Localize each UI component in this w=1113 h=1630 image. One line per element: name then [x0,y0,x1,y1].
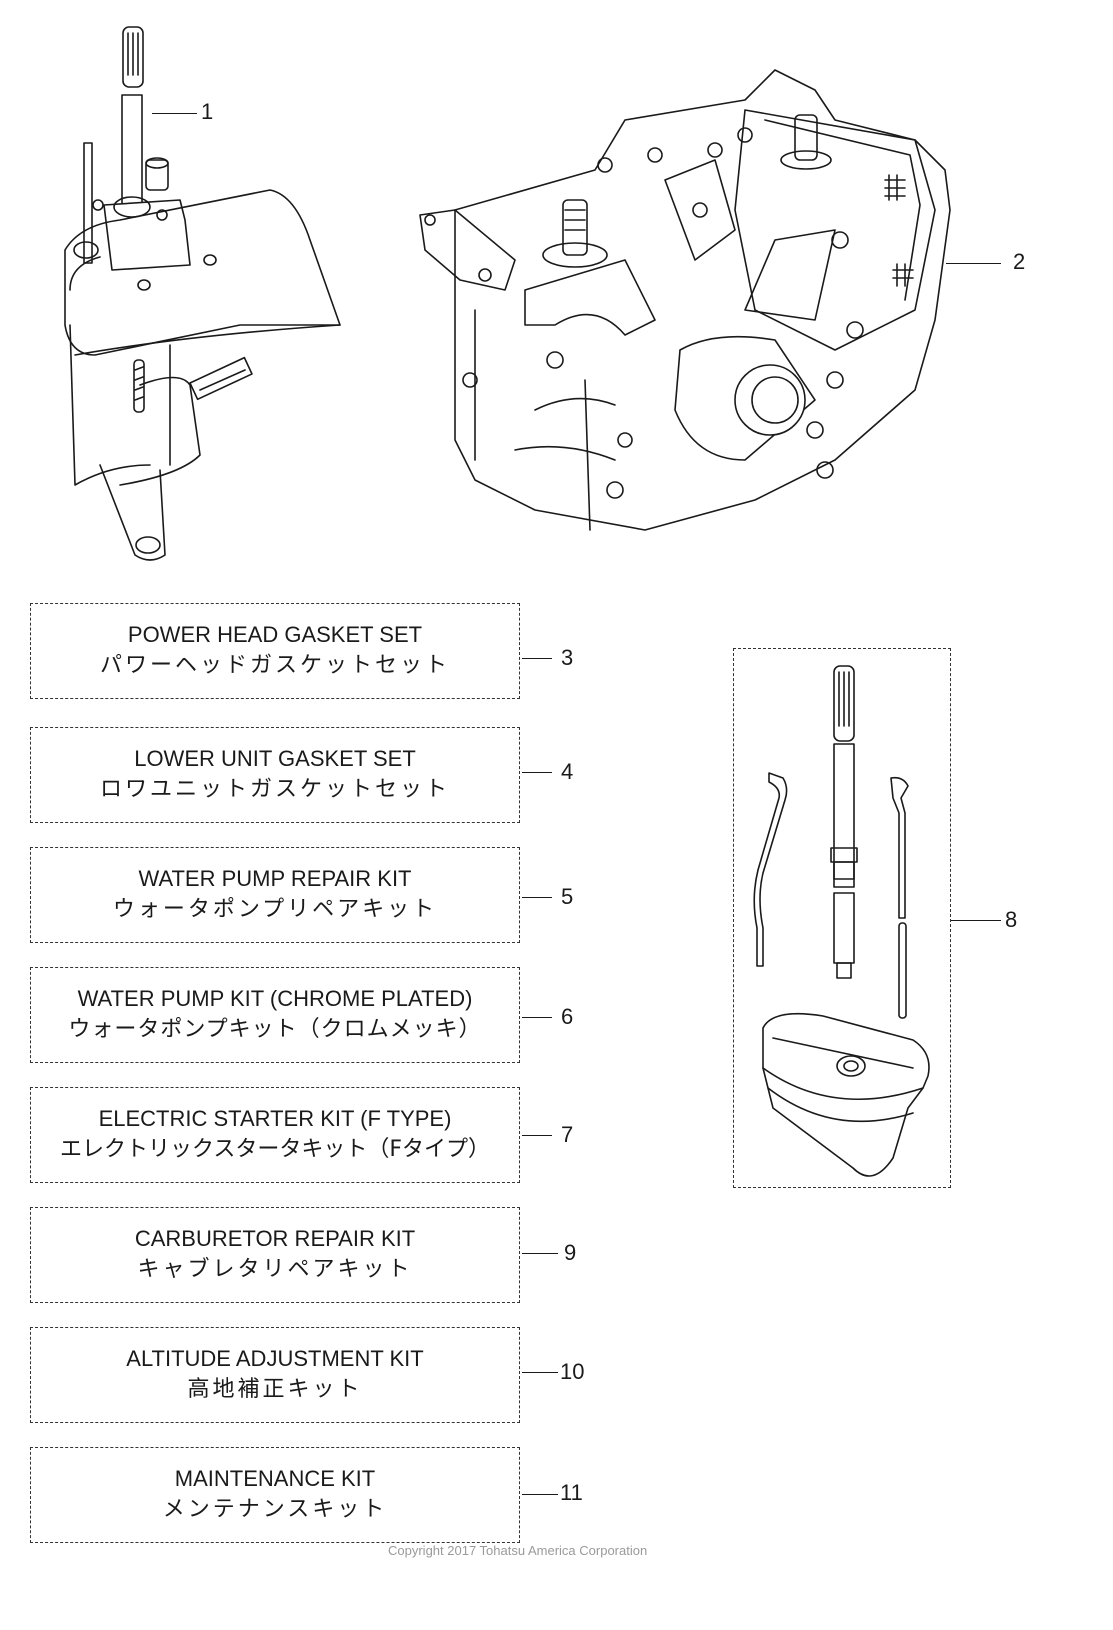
kit-leader-7 [522,1135,552,1136]
lower-unit-drawing [64,26,341,561]
kit-name-jp: 高地補正キット [187,1377,363,1402]
callout-number-2: 2 [1013,249,1026,274]
kit-name-jp: キャブレタリペアキット [137,1257,413,1282]
kit-box-lower-unit-gasket-set: LOWER UNIT GASKET SET ロワユニットガスケットセット [30,727,520,823]
kit-number-11: 11 [560,1480,583,1505]
kit-name-en: POWER HEAD GASKET SET [127,622,423,647]
kit-number-10: 10 [560,1359,585,1384]
power-head-drawing [419,69,951,531]
kit-name-jp: ウォータポンプリペアキット [112,897,438,922]
kit-name-jp: ウォータポンプキット（クロムメッキ） [68,1017,482,1042]
kit-name-en: WATER PUMP KIT (CHROME PLATED) [77,986,473,1011]
callout-leader-8 [951,920,1001,921]
kit-number-6: 6 [561,1004,574,1029]
kit-name-en: LOWER UNIT GASKET SET [134,746,416,771]
kit-name-jp: エレクトリックスタータキット（Fタイプ） [60,1137,490,1162]
kit-number-4: 4 [561,759,574,784]
kit-name-jp: ロワユニットガスケットセット [99,777,450,802]
kit-leader-3 [522,658,552,659]
kit-number-5: 5 [561,884,574,909]
kit-box-altitude-adjustment-kit: ALTITUDE ADJUSTMENT KIT 高地補正キット [30,1327,520,1423]
kit-box-maintenance-kit: MAINTENANCE KIT メンテナンスキット [30,1447,520,1543]
shaft-spline [122,26,144,88]
kit-leader-6 [522,1017,552,1018]
kit-box-water-pump-kit-chrome: WATER PUMP KIT (CHROME PLATED) ウォータポンプキッ… [30,967,520,1063]
kit-box-carburetor-repair-kit: CARBURETOR REPAIR KIT キャブレタリペアキット [30,1207,520,1303]
kit-box-electric-starter-kit: ELECTRIC STARTER KIT (F TYPE) エレクトリックスター… [30,1087,520,1183]
callout-number-1: 1 [201,99,214,124]
kit-name-en: CARBURETOR REPAIR KIT [134,1226,416,1251]
callout-leader-1 [152,113,197,114]
drive-shaft-kit-drawing [753,665,930,1177]
kit-leader-10 [522,1372,558,1373]
kit-number-3: 3 [561,645,574,670]
callout-number-8: 8 [1005,907,1018,932]
kit-leader-5 [522,897,552,898]
callout-leader-2 [946,263,1001,264]
kit-leader-11 [522,1494,558,1495]
kit-leader-9 [522,1253,558,1254]
kit-name-en: ELECTRIC STARTER KIT (F TYPE) [98,1106,452,1131]
kit-box-water-pump-repair-kit: WATER PUMP REPAIR KIT ウォータポンプリペアキット [30,847,520,943]
kit-number-9: 9 [564,1240,577,1265]
kit-name-jp: パワーヘッドガスケットセット [99,653,450,678]
kit-name-en: MAINTENANCE KIT [174,1466,376,1491]
kit-box-drive-shaft-kit [733,648,951,1188]
kit-name-jp: メンテナンスキット [162,1497,388,1522]
kit-leader-4 [522,772,552,773]
kit-name-en: ALTITUDE ADJUSTMENT KIT [126,1346,424,1371]
copyright-text: Copyright 2017 Tohatsu America Corporati… [388,1543,648,1558]
kit-number-7: 7 [561,1122,574,1147]
kit-name-en: WATER PUMP REPAIR KIT [138,866,412,891]
kit-box-power-head-gasket-set: POWER HEAD GASKET SET パワーヘッドガスケットセット [30,603,520,699]
